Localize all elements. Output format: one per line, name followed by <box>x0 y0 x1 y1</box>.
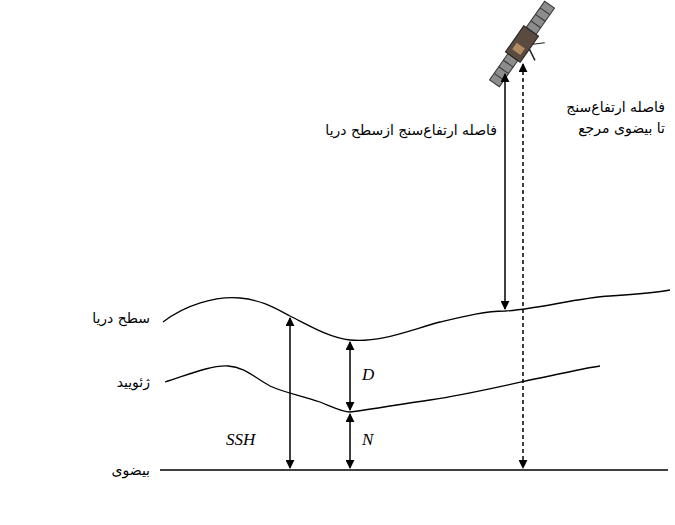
surface-label: ژئویید <box>117 372 150 393</box>
surface-label: سطح دریا <box>92 308 150 329</box>
geoid-curve <box>165 366 600 412</box>
satellite-icon <box>487 0 566 95</box>
quantity-label: N <box>362 430 373 450</box>
sea-surface-curve <box>163 290 670 340</box>
altitude-arrow <box>522 64 524 468</box>
d-arrow <box>349 342 351 410</box>
quantity-label: SSH <box>226 430 255 450</box>
distance-label: فاصله ارتفاع‌سنج ازسطح دریا <box>325 120 497 141</box>
range-arrow <box>504 74 506 309</box>
surface-label: بیضوی <box>112 460 150 481</box>
n-arrow <box>349 414 351 468</box>
quantity-label: D <box>362 365 374 385</box>
distance-label: فاصله ارتفاع‌سنج تا بیضوی مرجع <box>566 97 665 139</box>
ssh-arrow <box>289 318 291 468</box>
ellipsoid-line <box>160 469 668 470</box>
